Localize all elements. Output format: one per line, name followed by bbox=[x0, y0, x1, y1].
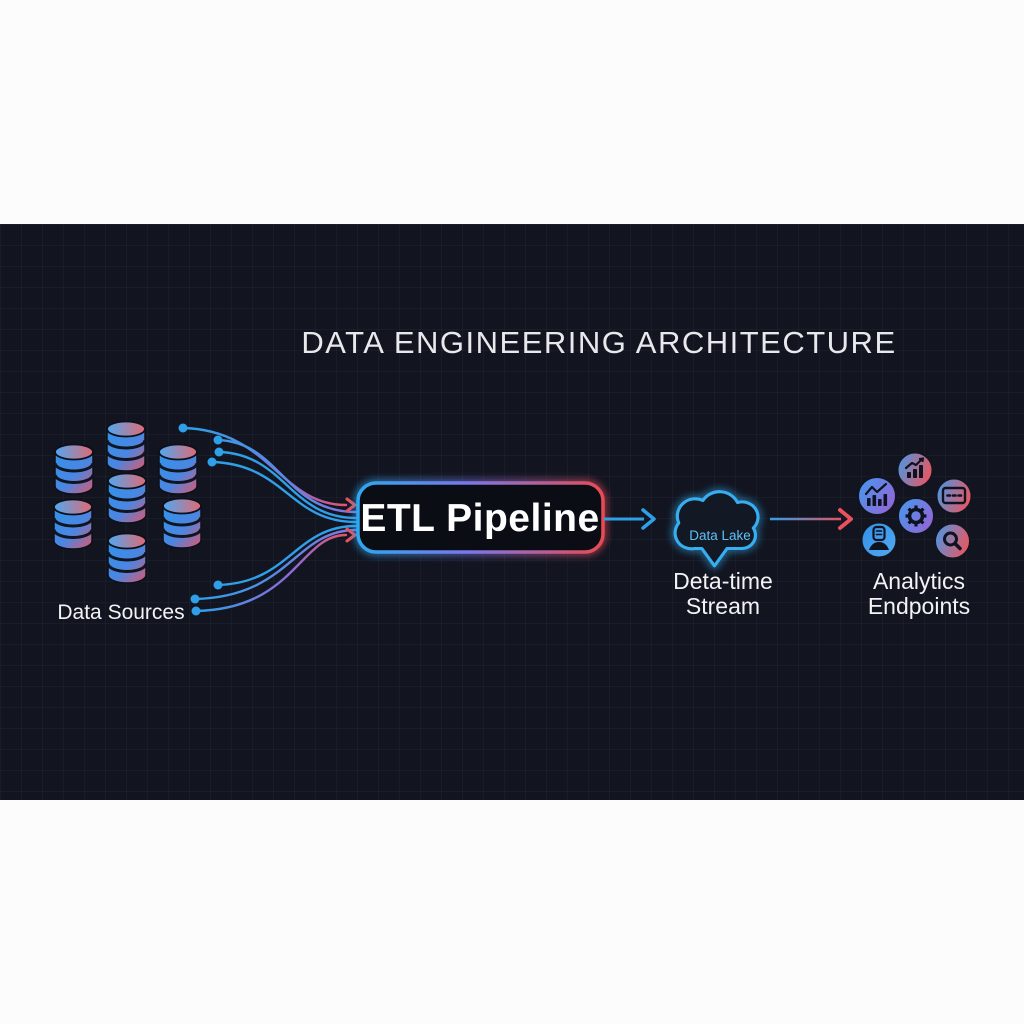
data-lake-node: Data Lake Deta-time Stream bbox=[672, 489, 773, 619]
connector-line bbox=[194, 533, 348, 613]
diagram-band: DATA ENGINEERING ARCHITECTURE Data Sourc… bbox=[0, 224, 1024, 800]
data-sources-label: Data Sources bbox=[57, 601, 184, 624]
arrowhead-icon bbox=[345, 527, 357, 543]
lake-to-analytics-arrow bbox=[770, 508, 853, 530]
etl-pipeline-label: ETL Pipeline bbox=[360, 497, 599, 540]
gear-icon bbox=[897, 497, 935, 535]
data-lake-caption-line2: Stream bbox=[686, 593, 760, 619]
analytics-caption-line2: Endpoints bbox=[868, 593, 970, 619]
data-lake-label: Data Lake bbox=[689, 528, 751, 543]
endpoint-dot bbox=[190, 594, 200, 604]
endpoint-dot bbox=[213, 435, 223, 445]
arrowhead-icon bbox=[641, 508, 656, 530]
endpoint-dot bbox=[213, 580, 223, 590]
database-icon bbox=[106, 532, 148, 585]
arrowhead-icon bbox=[838, 508, 853, 530]
diagram-title: DATA ENGINEERING ARCHITECTURE bbox=[301, 325, 896, 360]
endpoint-dot bbox=[214, 447, 224, 457]
endpoint-dot bbox=[178, 423, 188, 433]
line-chart-bars-icon bbox=[857, 476, 897, 516]
magnifier-icon bbox=[934, 522, 971, 560]
etl-input-arrowheads bbox=[345, 497, 357, 543]
database-icon bbox=[53, 443, 95, 496]
analytics-node: Analytics Endpoints bbox=[857, 451, 973, 619]
database-icon bbox=[106, 472, 148, 525]
analytics-caption-line1: Analytics bbox=[873, 568, 965, 594]
database-icon bbox=[157, 443, 199, 496]
connector-line bbox=[193, 528, 358, 601]
arrowhead-icon bbox=[345, 497, 357, 513]
data-sources-node: Data Sources bbox=[52, 420, 203, 624]
analyst-person-icon bbox=[860, 521, 898, 559]
connector-line bbox=[216, 524, 358, 587]
connector-line bbox=[217, 450, 358, 520]
architecture-diagram-svg: DATA ENGINEERING ARCHITECTURE Data Sourc… bbox=[52, 325, 973, 624]
endpoint-dot bbox=[191, 606, 201, 616]
etl-box bbox=[356, 481, 605, 554]
cloud-icon bbox=[673, 490, 760, 568]
etl-pipeline-node: ETL Pipeline bbox=[355, 480, 606, 555]
bar-chart-trend-icon bbox=[896, 451, 934, 489]
etl-to-lake-arrow bbox=[604, 508, 656, 530]
connector-endpoints bbox=[178, 423, 224, 616]
database-icon bbox=[161, 497, 203, 550]
database-icon bbox=[52, 498, 94, 551]
top-margin-band bbox=[0, 0, 1024, 224]
data-card-icon bbox=[935, 477, 973, 515]
connector-line bbox=[210, 460, 358, 524]
data-lake-caption-line1: Deta-time bbox=[673, 568, 773, 594]
database-icon bbox=[105, 420, 147, 473]
bottom-margin-band bbox=[0, 800, 1024, 1024]
connector-line bbox=[216, 438, 358, 514]
source-connector-lines bbox=[181, 426, 358, 613]
endpoint-dot bbox=[207, 457, 217, 467]
